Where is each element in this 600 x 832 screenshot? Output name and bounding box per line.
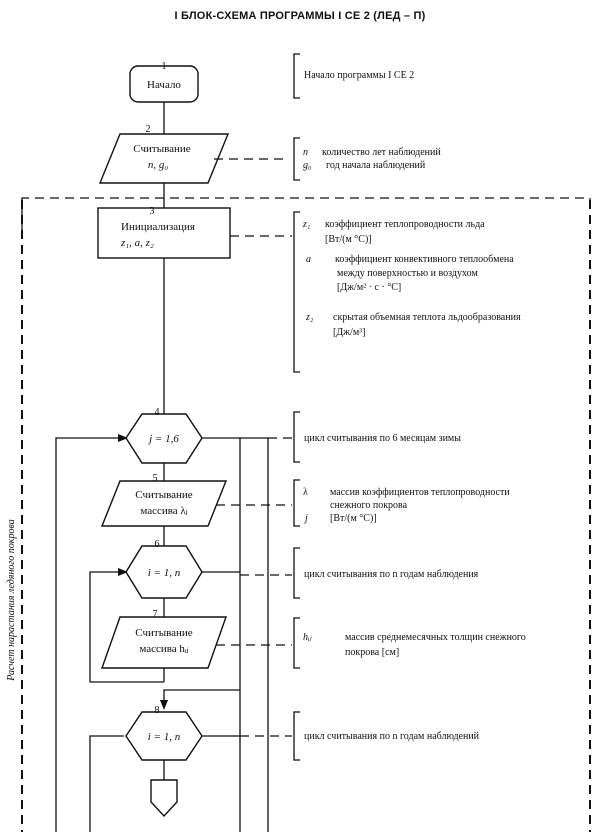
block-8-loop-i[interactable]: 8 i = 1, n bbox=[125, 705, 203, 761]
block-3-initialization[interactable]: 3 Инициализация z₁, a, z₂ bbox=[97, 206, 231, 259]
block-4-loop-j[interactable]: 4 j = 1,6 bbox=[125, 407, 203, 464]
annotation-2-text: количество лет наблюдений bbox=[322, 147, 441, 158]
annotation-7-text: покрова [см] bbox=[345, 647, 399, 658]
annotation-3-symbol: z₂ bbox=[305, 312, 314, 323]
block-label: j = 1,6 bbox=[147, 433, 179, 445]
offpage-connector-icon bbox=[150, 779, 178, 818]
block-label: n, g₀ bbox=[148, 159, 169, 171]
annotation-5-symbol: λ bbox=[303, 487, 308, 498]
annotation-3-symbol: z₁ bbox=[302, 219, 310, 230]
block-number: 5 bbox=[153, 473, 158, 484]
annotation-2-symbol: g₀ bbox=[303, 160, 312, 171]
annotation-5-text: снежного покрова bbox=[330, 500, 408, 511]
arrow-icon bbox=[118, 434, 128, 442]
block-number: 2 bbox=[146, 124, 151, 135]
annotation-5-text: [Вт/(м °С)] bbox=[330, 513, 377, 524]
loop-8-return bbox=[89, 735, 124, 832]
annotation-5-symbol: j bbox=[303, 513, 308, 524]
annotation-bracket-7 bbox=[293, 617, 300, 669]
block-label: i = 1, n bbox=[148, 731, 181, 743]
annotation-2-symbol: n bbox=[303, 147, 308, 158]
block-label: Считывание bbox=[133, 143, 191, 155]
block-label: массива hᵢⱼ bbox=[139, 643, 188, 655]
block-2-read-input[interactable]: 2 Считывание n, g₀ bbox=[98, 124, 230, 184]
annotation-3-symbol: a bbox=[306, 254, 311, 265]
annotation-3-unit: [Вт/(м °С)] bbox=[325, 234, 372, 245]
block-label: z₁, a, z₂ bbox=[120, 237, 154, 249]
annotation-3-text: между поверхностью и воздухом bbox=[337, 268, 478, 279]
block-number: 6 bbox=[155, 539, 160, 550]
block-1-start[interactable]: 1 Начало bbox=[129, 61, 199, 103]
block-number: 1 bbox=[162, 61, 167, 72]
annotation-bracket-1 bbox=[293, 53, 300, 99]
annotation-3-text: скрытая объемная теплота льдообразования bbox=[333, 312, 521, 323]
loop-j-return bbox=[55, 437, 124, 832]
annotation-1: Начало программы I СЕ 2 bbox=[304, 70, 414, 81]
annotation-bracket-6 bbox=[293, 547, 300, 599]
block-number: 3 bbox=[150, 206, 155, 217]
annotation-8: цикл считывания по n годам наблюдений bbox=[304, 731, 480, 742]
diagram-title: I БЛОК-СХЕМА ПРОГРАММЫ I СЕ 2 (ЛЕД – П) bbox=[174, 10, 426, 22]
annotation-3-unit: [Дж/м² · с · °С] bbox=[337, 282, 401, 293]
annotation-bracket-3 bbox=[293, 211, 300, 373]
annotation-5-text: массив коэффициентов теплопроводности bbox=[330, 487, 510, 498]
annotation-2-text: год начала наблюдений bbox=[326, 160, 426, 171]
annotation-bracket-8 bbox=[293, 711, 300, 761]
arrow-icon bbox=[118, 568, 128, 576]
block-number: 8 bbox=[155, 705, 160, 716]
block-label: Считывание bbox=[135, 627, 193, 639]
block-number: 7 bbox=[153, 609, 158, 620]
block-5-read-lambda[interactable]: 5 Считывание массива λⱼ bbox=[100, 473, 228, 527]
annotation-7-symbol: hᵢⱼ bbox=[303, 632, 313, 643]
annotation-3-text: коэффициент конвективного теплообмена bbox=[335, 254, 514, 265]
annotation-bracket-2 bbox=[293, 137, 300, 181]
annotation-3-text: коэффициент теплопроводности льда bbox=[325, 219, 485, 230]
annotation-4: цикл считывания по 6 месяцам зимы bbox=[304, 433, 461, 444]
annotation-3-unit: [Дж/м³] bbox=[333, 327, 366, 338]
arrow-icon bbox=[160, 700, 168, 710]
block-label: Начало bbox=[147, 79, 181, 91]
loop-i-return bbox=[89, 571, 164, 683]
block-7-read-h[interactable]: 7 Считывание массива hᵢⱼ bbox=[101, 609, 227, 669]
block-6-loop-i[interactable]: 6 i = 1, n bbox=[125, 539, 203, 599]
annotation-7-text: массив среднемесячных толщин снежного bbox=[345, 632, 526, 643]
block-label: Считывание bbox=[135, 489, 193, 501]
loop-i-to-8 bbox=[163, 689, 240, 706]
block-label: i = 1, n bbox=[148, 567, 181, 579]
annotation-bracket-5 bbox=[293, 479, 300, 527]
block-label: Инициализация bbox=[121, 221, 195, 233]
annotation-bracket-4 bbox=[293, 411, 300, 463]
region-side-label: Расчет нарастания ледяного покрова bbox=[6, 519, 17, 682]
block-number: 4 bbox=[155, 407, 160, 418]
block-label: массива λⱼ bbox=[140, 505, 187, 517]
annotation-6: цикл считывания по n годам наблюдения bbox=[304, 569, 479, 580]
